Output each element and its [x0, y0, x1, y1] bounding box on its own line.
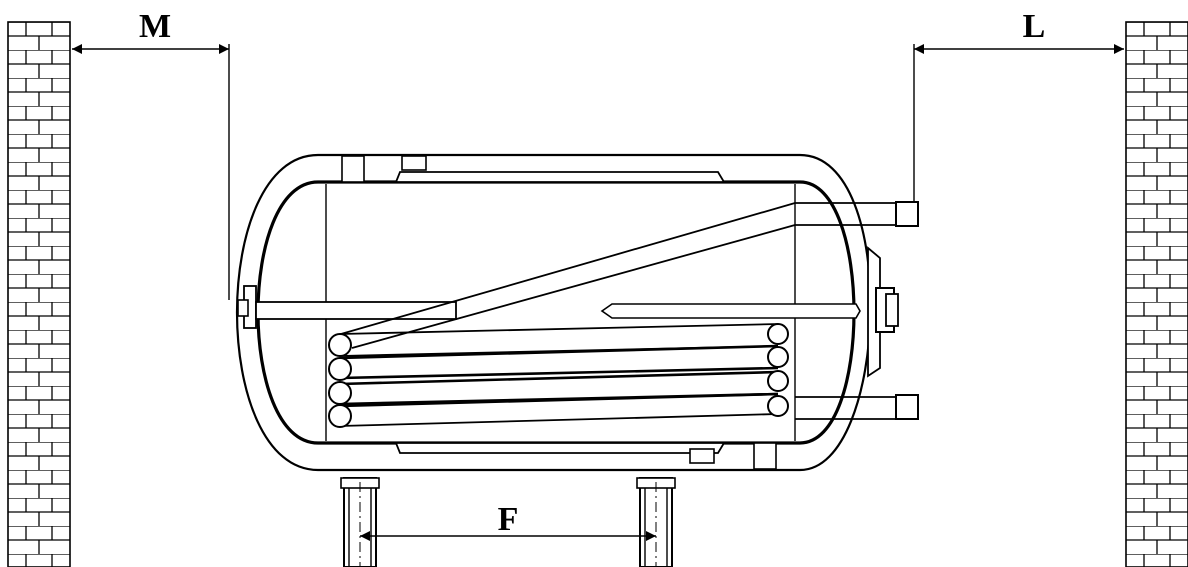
tank — [235, 153, 919, 472]
right-leg — [636, 477, 676, 567]
bottom-fittings — [394, 442, 777, 470]
right-heating-flange — [600, 246, 899, 378]
right-brick-wall — [1125, 21, 1188, 567]
support-legs — [340, 477, 676, 567]
dimension-m-label: M — [139, 8, 171, 45]
heat-exchanger-coil — [328, 202, 796, 428]
coil-outlet-pipes — [795, 201, 919, 420]
dimension-m: M — [72, 8, 230, 300]
dimension-l-label: L — [1023, 8, 1046, 45]
top-fittings — [341, 155, 726, 183]
left-brick-wall — [7, 21, 71, 567]
dimension-f: F — [360, 501, 656, 541]
dimension-l: L — [913, 8, 1124, 205]
left-leg — [340, 477, 380, 567]
dimension-f-label: F — [498, 501, 519, 538]
